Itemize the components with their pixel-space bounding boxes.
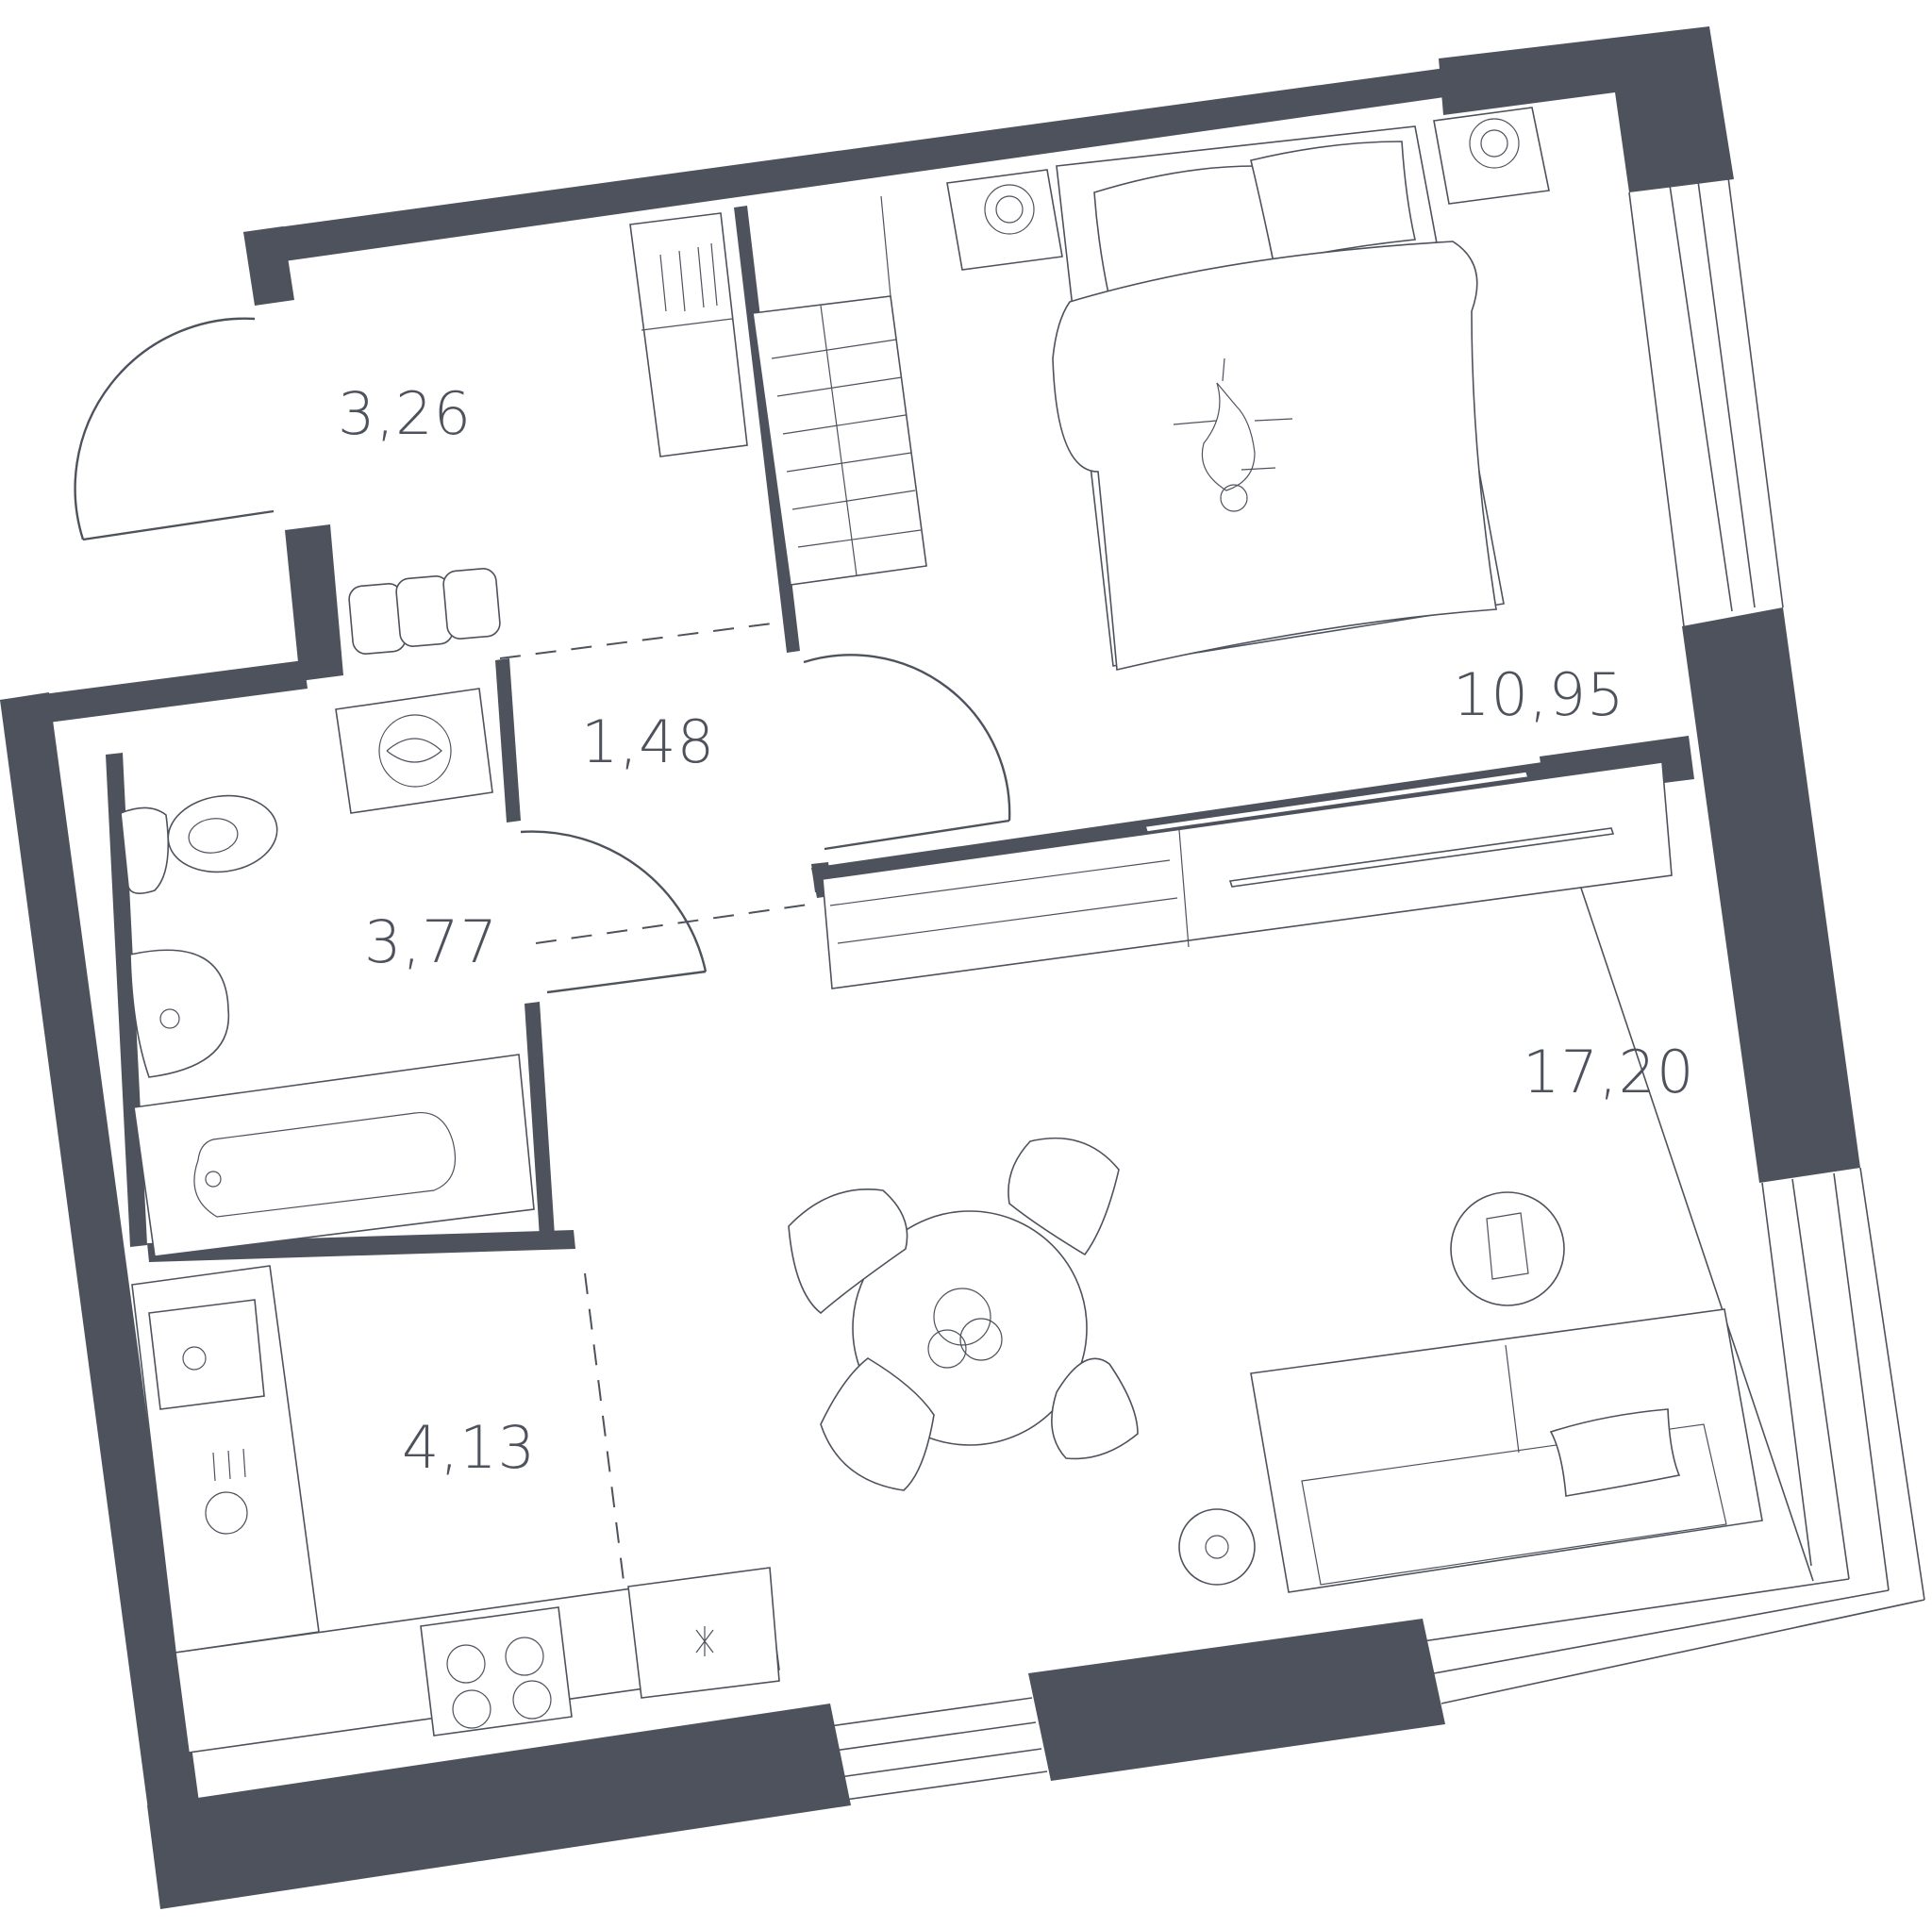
living-shelf (822, 761, 1673, 989)
entrance-door (74, 317, 256, 540)
area-label-bedroom: 10,95 (1453, 660, 1625, 729)
area-label-kitchen: 4,13 (402, 1413, 536, 1482)
wall-top-left-stub (243, 226, 294, 306)
pouf (348, 568, 501, 655)
wall-top (243, 68, 1451, 266)
doors (74, 317, 1011, 1604)
kitchen-fixtures (131, 1265, 780, 1753)
nightstand-left (946, 169, 1063, 271)
walls (0, 26, 1860, 1909)
pillow-right (1250, 141, 1416, 263)
stove (420, 1606, 573, 1737)
books (829, 859, 1178, 944)
wall-bottom-mid (1028, 1619, 1445, 1781)
area-label-corridor: 1,48 (581, 707, 715, 776)
living-furniture (788, 761, 1763, 1593)
chair-1 (788, 1188, 908, 1315)
kitchen-sink (148, 1299, 265, 1410)
sofa-pillow (1549, 1408, 1681, 1497)
chair-4 (1051, 1357, 1139, 1460)
wardrobe (629, 212, 748, 457)
bedroom-door (803, 654, 1011, 822)
chair-3 (820, 1357, 935, 1491)
area-label-hall: 3,26 (338, 379, 472, 448)
bedroom-shelf (1143, 771, 1530, 833)
bathroom-door (520, 830, 708, 972)
wall-bottom-left (147, 1704, 851, 1909)
flowers (927, 1288, 1003, 1369)
area-label-living: 17,20 (1523, 1038, 1695, 1106)
hall-furniture (348, 212, 748, 655)
washing-machine (335, 688, 493, 814)
dining-table (852, 1210, 1088, 1446)
chair-2 (1008, 1137, 1120, 1256)
fridge (627, 1567, 780, 1699)
wall-hall-stub (285, 524, 343, 681)
bedroom-furniture (752, 107, 1550, 833)
wall-left-top (0, 660, 308, 728)
bathroom-fixtures (120, 688, 535, 1257)
windows (829, 176, 1925, 1801)
nightstand-right (1433, 107, 1550, 205)
sink (129, 949, 230, 1078)
area-label-bathroom: 3,77 (364, 907, 498, 976)
dishwasher (205, 1448, 248, 1535)
toilet (120, 806, 170, 894)
wall-right-mid (1682, 607, 1860, 1183)
coffee-table (1450, 1191, 1565, 1306)
bathtub (133, 1054, 535, 1257)
side-table (1178, 1508, 1256, 1586)
sofa (1250, 1308, 1763, 1593)
wall-bath-right (525, 1002, 555, 1238)
wall-left (0, 692, 200, 1817)
area-labels: 3,26 10,95 1,48 3,77 17,20 4,13 (338, 379, 1695, 1482)
wall-bath-bottom (147, 1230, 575, 1262)
bedroom-closet (752, 295, 927, 586)
wall-top-right-corner (1439, 26, 1734, 192)
wall-hall-bedroom (734, 206, 800, 653)
cat (1173, 357, 1293, 512)
blanket (1052, 241, 1497, 671)
wall-bath-hall (495, 658, 521, 823)
